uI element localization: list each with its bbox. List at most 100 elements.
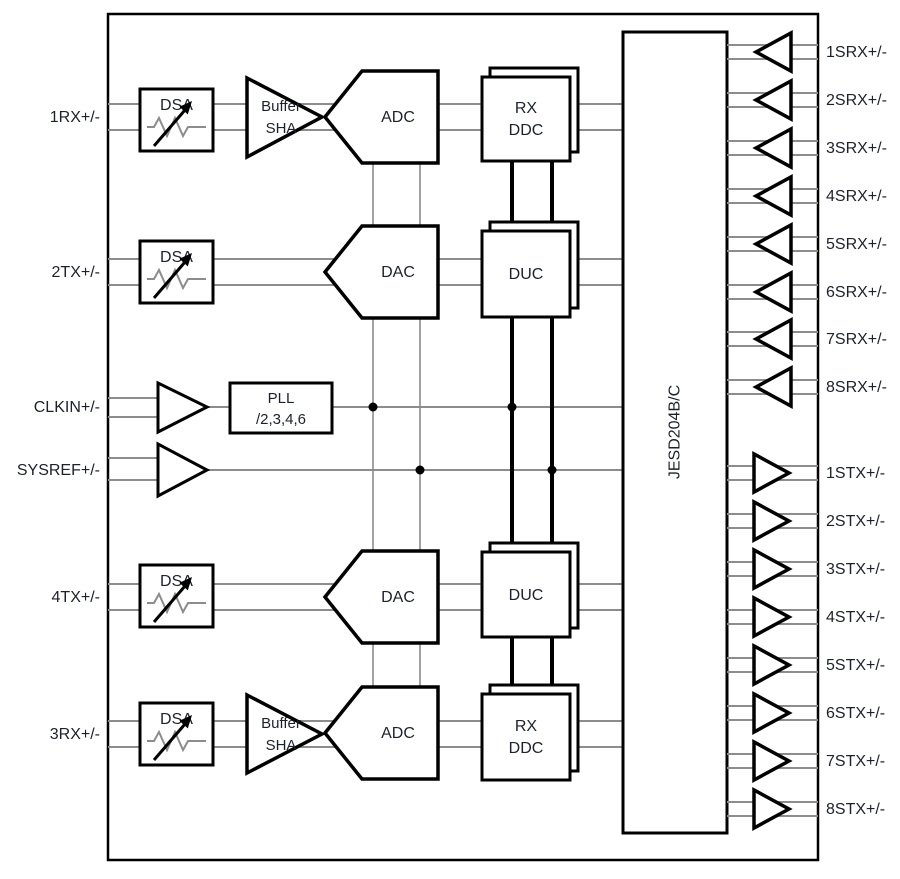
stx-lanes bbox=[727, 451, 818, 831]
stx-6-driver-icon bbox=[752, 691, 793, 735]
srx-lanes bbox=[727, 30, 818, 409]
dac-2-label: DAC bbox=[381, 589, 415, 606]
dac-2-shape bbox=[322, 549, 440, 645]
rx-ddc-2-front-box bbox=[480, 692, 572, 782]
port-label-7stx: 7STX+/- bbox=[826, 753, 885, 770]
port-label-3stx: 3STX+/- bbox=[826, 561, 885, 578]
dsa-3-arrowhead-icon bbox=[179, 577, 192, 591]
stx-3-driver-icon bbox=[752, 547, 793, 591]
clkin-junction-dot-2 bbox=[507, 402, 517, 412]
port-label-3srx: 3SRX+/- bbox=[826, 140, 887, 157]
sysref-junction-dot-1 bbox=[415, 465, 425, 475]
duc-block-2: DUC bbox=[480, 541, 580, 639]
dsa-block-2tx: DSA bbox=[138, 239, 215, 305]
buffer-sha-2-triangle-icon bbox=[245, 692, 326, 776]
srx-1-buffer-icon bbox=[752, 30, 793, 74]
port-label-5srx: 5SRX+/- bbox=[826, 236, 887, 253]
port-label-2stx: 2STX+/- bbox=[826, 513, 885, 530]
chip-boundary bbox=[106, 12, 820, 862]
adc-1-label: ADC bbox=[381, 109, 415, 126]
duc-1-label: DUC bbox=[509, 266, 544, 283]
right-port-labels: 1SRX+/- 2SRX+/- 3SRX+/- 4SRX+/- 5SRX+/- … bbox=[826, 44, 887, 818]
buffer-sha-1-triangle-icon bbox=[245, 75, 326, 160]
sysref-buffer-icon bbox=[156, 441, 211, 499]
duc-1-front-box bbox=[480, 229, 572, 319]
stx-8-driver-icon bbox=[752, 787, 793, 831]
left-port-labels: 1RX+/- 2TX+/- CLKIN+/- SYSREF+/- 4TX+/- … bbox=[17, 109, 100, 743]
srx-5-buffer-icon bbox=[752, 222, 793, 266]
buffer-sha-2-label-line1: Buffer bbox=[261, 715, 301, 732]
adc-block-1: ADC bbox=[322, 69, 440, 165]
rx-ddc-2-label-line1: RX bbox=[515, 718, 538, 735]
srx-3-buffer-icon bbox=[752, 126, 793, 170]
adc-2-label: ADC bbox=[381, 725, 415, 742]
rx-ddc-1-front-box bbox=[480, 75, 572, 163]
jesd-box bbox=[621, 30, 729, 835]
dac-1-label: DAC bbox=[381, 264, 415, 281]
port-label-5stx: 5STX+/- bbox=[826, 657, 885, 674]
srx-7-buffer-icon bbox=[752, 317, 793, 361]
buffer-sha-1-label-line1: Buffer bbox=[261, 98, 301, 115]
adc-block-2: ADC bbox=[322, 685, 440, 781]
stx-5-driver-icon bbox=[752, 643, 793, 687]
stx-4-driver-icon bbox=[752, 595, 793, 639]
buffer-sha-2-label-line2: SHA bbox=[266, 737, 297, 754]
port-label-2srx: 2SRX+/- bbox=[826, 92, 887, 109]
dsa-1-arrow-icon bbox=[152, 109, 187, 147]
dsa-2-arrow-icon bbox=[152, 261, 187, 299]
port-label-3rx: 3RX+/- bbox=[50, 726, 100, 743]
jesd-label: JESD204B/C bbox=[667, 385, 684, 479]
ddc-duc-bus-lines bbox=[510, 161, 554, 694]
duc-2-label: DUC bbox=[509, 587, 544, 604]
buffer-sha-block-2: Buffer SHA bbox=[245, 692, 326, 776]
port-label-clkin: CLKIN+/- bbox=[34, 399, 100, 416]
port-label-4tx: 4TX+/- bbox=[52, 589, 100, 606]
duc-block-1: DUC bbox=[480, 220, 580, 319]
port-label-8stx: 8STX+/- bbox=[826, 801, 885, 818]
port-label-7srx: 7SRX+/- bbox=[826, 331, 887, 348]
stx-7-driver-icon bbox=[752, 739, 793, 783]
dsa-4-arrowhead-icon bbox=[179, 715, 192, 729]
port-label-1srx: 1SRX+/- bbox=[826, 44, 887, 61]
port-label-4srx: 4SRX+/- bbox=[826, 188, 887, 205]
rx-ddc-1-label-line1: RX bbox=[515, 100, 538, 117]
port-label-6srx: 6SRX+/- bbox=[826, 284, 887, 301]
port-label-8srx: 8SRX+/- bbox=[826, 379, 887, 396]
pll-label-line2: /2,3,4,6 bbox=[256, 411, 306, 428]
srx-2-buffer-icon bbox=[752, 78, 793, 122]
buffer-sha-1-label-line2: SHA bbox=[266, 120, 297, 137]
dac-block-2: DAC bbox=[322, 549, 440, 645]
converter-clock-lines bbox=[372, 163, 421, 687]
buffer-sha-block-1: Buffer SHA bbox=[245, 75, 326, 160]
dac-block-1: DAC bbox=[322, 224, 440, 320]
port-label-4stx: 4STX+/- bbox=[826, 609, 885, 626]
stx-2-driver-icon bbox=[752, 499, 793, 543]
dsa-block-4tx: DSA bbox=[138, 563, 215, 629]
srx-4-buffer-icon bbox=[752, 174, 793, 218]
jesd-block: JESD204B/C bbox=[621, 30, 729, 835]
dac-1-shape bbox=[322, 224, 440, 320]
srx-6-buffer-icon bbox=[752, 270, 793, 314]
pll-label-line1: PLL bbox=[268, 390, 295, 407]
pll-box bbox=[228, 381, 334, 435]
clkin-junction-dot-1 bbox=[368, 402, 378, 412]
port-label-sysref: SYSREF+/- bbox=[17, 462, 100, 479]
sysref-junction-dot-2 bbox=[547, 465, 557, 475]
dsa-block-3rx: DSA bbox=[138, 701, 215, 767]
adc-2-shape bbox=[322, 685, 440, 781]
duc-2-front-box bbox=[480, 550, 572, 639]
port-label-1stx: 1STX+/- bbox=[826, 465, 885, 482]
pll-block: PLL /2,3,4,6 bbox=[228, 381, 334, 435]
rx-ddc-1-label-line2: DDC bbox=[509, 122, 544, 139]
port-label-2tx: 2TX+/- bbox=[52, 264, 100, 281]
rx-ddc-2-label-line2: DDC bbox=[509, 740, 544, 757]
rx-ddc-block-2: RX DDC bbox=[480, 683, 580, 782]
clkin-buffer-icon bbox=[156, 380, 211, 435]
port-label-6stx: 6STX+/- bbox=[826, 705, 885, 722]
port-label-1rx: 1RX+/- bbox=[50, 109, 100, 126]
srx-8-buffer-icon bbox=[752, 365, 793, 409]
adc-1-shape bbox=[322, 69, 440, 165]
rx-ddc-block-1: RX DDC bbox=[480, 66, 580, 163]
